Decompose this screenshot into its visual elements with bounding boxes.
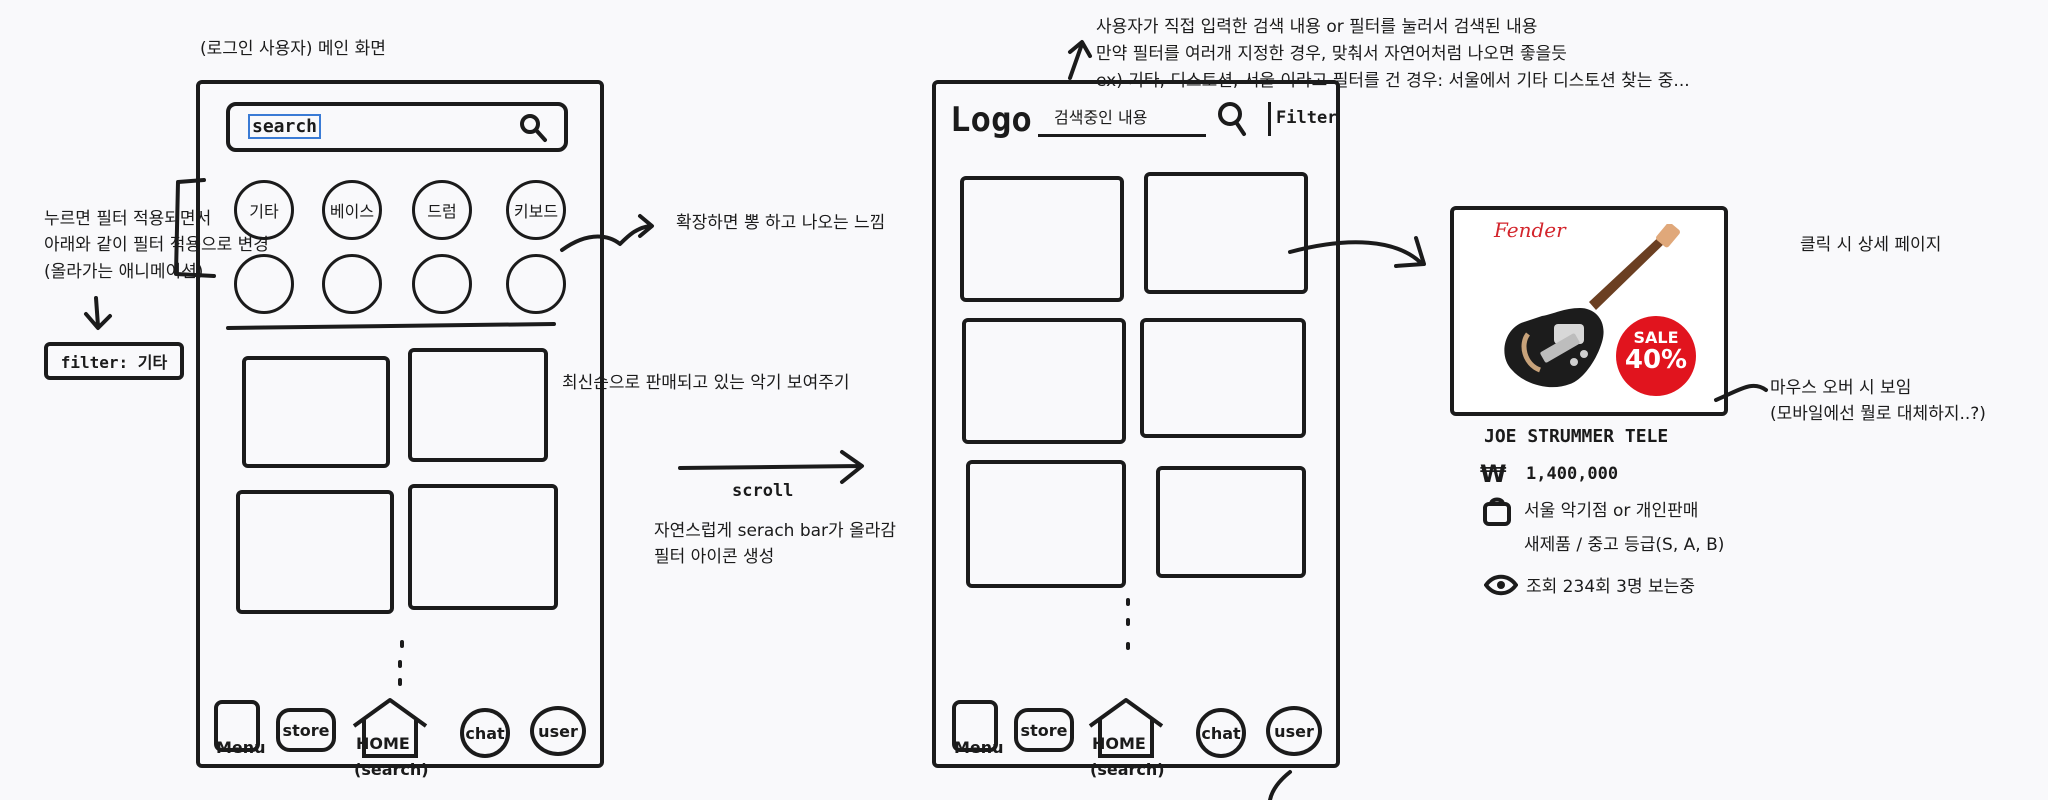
- hover-note: 마우스 오버 시 보임 (모바일에선 뭘로 대체하지..?): [1770, 378, 1986, 424]
- down-arrow-icon: [84, 296, 112, 330]
- home-icon[interactable]: [1086, 696, 1166, 764]
- header-notes: 사용자가 직접 입력한 검색 내용 or 필터를 눌러서 검색된 내용 만약 필…: [1096, 17, 1690, 92]
- product-price: 1,400,000: [1526, 464, 1619, 484]
- search-text[interactable]: 검색중인 내용: [1054, 108, 1148, 127]
- product-card[interactable]: [408, 484, 558, 610]
- store-button[interactable]: store: [1014, 708, 1074, 752]
- product-card[interactable]: [236, 490, 394, 614]
- search-input[interactable]: search: [247, 114, 322, 139]
- left-phone-frame: [196, 80, 604, 768]
- logo[interactable]: Logo: [950, 100, 1032, 140]
- scroll-arrow-icon: [678, 450, 864, 484]
- divider: [1268, 102, 1271, 136]
- search-bar[interactable]: search: [226, 102, 568, 152]
- category-keyboard-button[interactable]: 키보드: [506, 180, 566, 240]
- view-stats: 조회 234회 3명 보는중: [1526, 577, 1695, 597]
- category-empty-button[interactable]: [322, 254, 382, 314]
- expand-arrow-icon: [560, 214, 654, 252]
- filter-button[interactable]: Filter: [1276, 108, 1338, 128]
- filter-chip[interactable]: filter: 기타: [44, 342, 184, 380]
- condition-info: 새제품 / 중고 등급(S, A, B): [1524, 535, 1725, 555]
- filter-annotation: 누르면 필터 적용되면서 아래와 같이 필터 적용으로 변경 (올라가는 애니메…: [44, 209, 269, 282]
- product-card[interactable]: [1156, 466, 1306, 578]
- right-phone-frame: [932, 80, 1340, 768]
- product-detail-card[interactable]: Fender SALE 40%: [1450, 206, 1728, 416]
- home-label[interactable]: HOME: [356, 734, 410, 753]
- category-bass-button[interactable]: 베이스: [322, 180, 382, 240]
- home-sub-label: (search): [354, 760, 429, 779]
- click-note: 클릭 시 상세 페이지: [1800, 235, 1942, 255]
- menu-icon[interactable]: [214, 700, 260, 752]
- chat-button[interactable]: chat: [460, 708, 510, 758]
- product-card[interactable]: [408, 348, 548, 462]
- scroll-note: 자연스럽게 serach bar가 올라감 필터 아이콘 생성: [654, 521, 897, 568]
- menu-label[interactable]: Menu: [954, 738, 1004, 757]
- more-dots: [398, 640, 404, 686]
- menu-label[interactable]: Menu: [216, 738, 266, 757]
- home-label[interactable]: HOME: [1092, 734, 1146, 753]
- home-icon[interactable]: [350, 696, 430, 764]
- store-button[interactable]: store: [276, 708, 336, 752]
- category-empty-button[interactable]: [234, 254, 294, 314]
- fender-logo: Fender: [1494, 218, 1566, 242]
- home-sub-label: (search): [1090, 760, 1165, 779]
- category-drum-button[interactable]: 드럼: [412, 180, 472, 240]
- latest-annotation: 최신순으로 판매되고 있는 악기 보여주기: [562, 373, 850, 393]
- search-icon[interactable]: [518, 112, 548, 150]
- up-arrow-icon: [1068, 40, 1092, 80]
- hover-arrow-icon: [1714, 383, 1768, 402]
- category-bracket: [174, 178, 216, 278]
- menu-icon[interactable]: [952, 700, 998, 752]
- store-icon: [1482, 496, 1512, 530]
- eye-icon: [1483, 574, 1519, 600]
- expand-annotation: 확장하면 뽕 하고 나오는 느낌: [676, 213, 886, 233]
- product-card[interactable]: [960, 176, 1124, 302]
- product-card[interactable]: [1140, 318, 1306, 438]
- guitar-image: [1484, 222, 1684, 408]
- won-icon: ₩: [1480, 460, 1507, 488]
- seller-info: 서울 악기점 or 개인판매: [1524, 501, 1699, 521]
- product-name[interactable]: JOE STRUMMER TELE: [1484, 426, 1669, 447]
- sale-badge: SALE 40%: [1616, 316, 1696, 396]
- category-empty-button[interactable]: [412, 254, 472, 314]
- product-card[interactable]: [1144, 172, 1308, 294]
- category-empty-button[interactable]: [506, 254, 566, 314]
- card-link-arrow-icon: [1288, 236, 1426, 268]
- left-screen-caption: (로그인 사용자) 메인 화면: [200, 39, 386, 59]
- category-divider: [226, 322, 556, 330]
- search-underline: [1038, 134, 1206, 137]
- product-card[interactable]: [966, 460, 1126, 588]
- search-icon[interactable]: [1216, 100, 1250, 144]
- user-button[interactable]: user: [1266, 706, 1322, 756]
- category-guitar-button[interactable]: 기타: [234, 180, 294, 240]
- scroll-label: scroll: [732, 481, 794, 501]
- continuation-line: [1268, 770, 1292, 800]
- product-card[interactable]: [242, 356, 390, 468]
- user-button[interactable]: user: [530, 706, 586, 756]
- product-card[interactable]: [962, 318, 1126, 444]
- chat-button[interactable]: chat: [1196, 708, 1246, 758]
